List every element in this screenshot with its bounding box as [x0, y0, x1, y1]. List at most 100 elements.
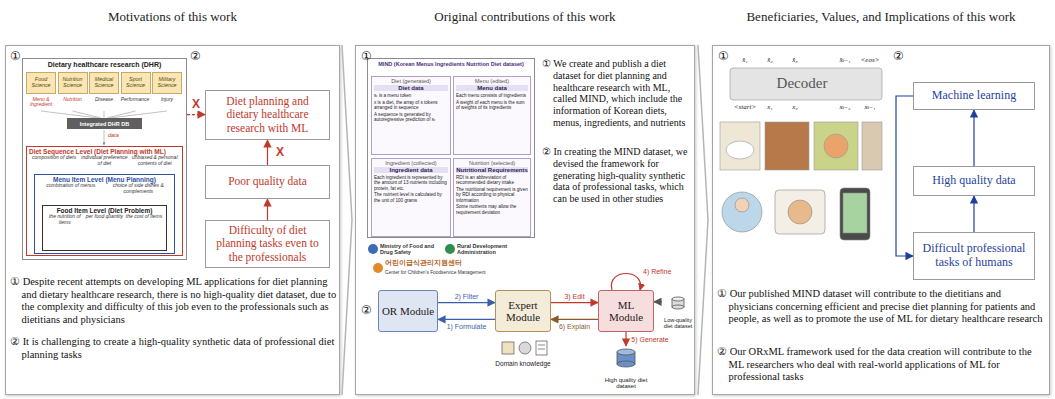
text-label: ② Our ORxML framework used for the data …	[717, 346, 1047, 384]
text-label: xₜ₋₂	[833, 103, 857, 111]
knowledge-icon	[536, 341, 547, 355]
dhr-flow-line	[104, 130, 105, 145]
node-text: Menu data	[456, 85, 528, 91]
node-text: OR Module	[382, 305, 434, 317]
people-icon	[735, 198, 749, 212]
people-icon	[843, 193, 867, 233]
node-text: Beneficiaries, Values, and Implications …	[713, 9, 1049, 25]
node-text: The nutritional requirement is given by …	[456, 187, 528, 203]
dhr-flow-line	[41, 111, 167, 145]
text-label: x̂ₜ₋₁	[833, 56, 857, 64]
node-text: the cost of items	[124, 214, 164, 225]
node-text: Diet planning and dietary healthcare res…	[209, 95, 326, 135]
text-label: x₁	[758, 103, 782, 111]
text-label: Rural Development Administration	[457, 243, 521, 255]
figure-frame: Dietary healthcare research (DHR)Food Sc…	[22, 58, 187, 260]
node-text: Integrated DHR DB	[80, 121, 130, 127]
edge-label: X	[191, 97, 201, 111]
text-label: <eos>	[855, 56, 885, 64]
edge-label: 3) Edit	[563, 293, 585, 300]
node-text: Machine learning	[932, 89, 1016, 103]
text-label: Injury	[152, 97, 182, 102]
knowledge-icon	[538, 345, 545, 346]
text-label: Performance	[118, 97, 152, 102]
node-text: Original contributions of this work	[356, 9, 694, 25]
food-photo	[824, 134, 848, 158]
figure-frame: MIND (Korean Menus Ingredients Nutrition…	[367, 58, 535, 238]
node-text: Diet data	[374, 85, 448, 91]
refine-loop	[611, 274, 640, 291]
science-box: Sport Science	[121, 72, 151, 94]
people-icon	[722, 188, 870, 240]
text-label: ① Despite recent attempts on developing …	[10, 276, 338, 326]
node-text: ML Module	[601, 299, 651, 323]
dataset-icon	[617, 349, 635, 355]
food-photo	[720, 122, 882, 170]
node-text: Some nutrients may allow the requirement…	[456, 204, 528, 215]
food-photo	[720, 122, 760, 170]
module-box: Expert Module	[495, 290, 551, 332]
text-label: ①	[10, 49, 21, 64]
people-icon	[840, 188, 870, 240]
module-box: OR Module	[378, 290, 438, 332]
decoder-block	[730, 68, 882, 100]
node-text: Difficult professional tasks of humans	[917, 242, 1031, 270]
node-text: A weight of each menu is the sum of weig…	[456, 100, 528, 111]
value-box: Machine learning	[913, 82, 1035, 110]
dataset-node: Low-quality diet dataset	[662, 295, 694, 329]
text-label: ①	[718, 49, 729, 64]
edge-label: 5) Generate	[630, 336, 669, 343]
data-card: Diet (generated)Diet datasₜ is a menu to…	[371, 76, 451, 155]
node-text: Nutrition (selected)	[456, 160, 528, 166]
node-text: the nutrition of items	[45, 214, 85, 225]
food-photo	[814, 122, 858, 170]
text-label: data	[108, 133, 132, 139]
text-label: Ministry of Food and Drug Safety	[380, 243, 444, 255]
node-text: Each ingredient is represented by the am…	[374, 175, 448, 191]
text-label: Domain knowledge	[490, 360, 556, 367]
agency-emblem	[368, 244, 378, 254]
connector	[438, 319, 495, 320]
node-text: Nutrition Science	[59, 77, 87, 88]
chevron	[342, 45, 708, 395]
connector	[267, 199, 268, 220]
dhr-flow-line	[107, 111, 136, 118]
connector	[551, 302, 598, 303]
level-box: Diet Sequence Level (Diet Planning with …	[26, 146, 183, 256]
database-bar: Integrated DHR DB	[67, 118, 142, 129]
node-text: Menu Item Level (Menu Planning)	[37, 176, 172, 183]
node-text: Diet (generated)	[374, 78, 448, 84]
connector	[551, 319, 598, 320]
node-text: High quality data	[932, 174, 1015, 188]
dhr-flow-line	[73, 111, 102, 118]
node-text: Low-quality diet dataset	[662, 317, 694, 329]
data-card: Menu (edited)Menu dataEach menu consists…	[453, 76, 531, 155]
text-label: ②	[361, 303, 372, 318]
connector	[896, 96, 913, 256]
science-box: Medical Science	[89, 72, 119, 94]
level-box: Food Item Level (Diet Problem)the nutrit…	[42, 205, 167, 251]
text-label: ②	[893, 49, 904, 64]
decoder-block	[730, 68, 882, 100]
text-label: ② In creating the MIND dataset, we devis…	[542, 146, 692, 205]
node-text: A sequence is generated by autoregressiv…	[374, 112, 448, 123]
value-box: Difficult professional tasks of humans	[913, 232, 1035, 280]
connector	[973, 110, 974, 166]
edge-label: 2) Filter	[454, 293, 480, 300]
food-photo	[726, 141, 754, 159]
chevron	[342, 45, 352, 395]
edge-label: X	[275, 145, 285, 159]
text-label: 4) Refine	[643, 268, 671, 275]
node-text: Difficulty of diet planning tasks even t…	[209, 224, 326, 264]
text-label: Decoder	[757, 75, 847, 92]
dataset-icon	[672, 305, 684, 309]
science-box: Nutrition Science	[58, 72, 88, 94]
text-label: 어린이급식관리지원센터	[385, 259, 485, 267]
knowledge-icon	[502, 341, 547, 355]
panel: Beneficiaries, Values, and Implications …	[712, 45, 1050, 395]
connector	[973, 196, 974, 232]
node-text: Each menu consists of ingredients	[456, 93, 528, 98]
node-text: High quality diet dataset	[600, 377, 652, 390]
text-label: Disease	[89, 97, 119, 102]
node-text: individual preference of diet	[79, 155, 129, 166]
